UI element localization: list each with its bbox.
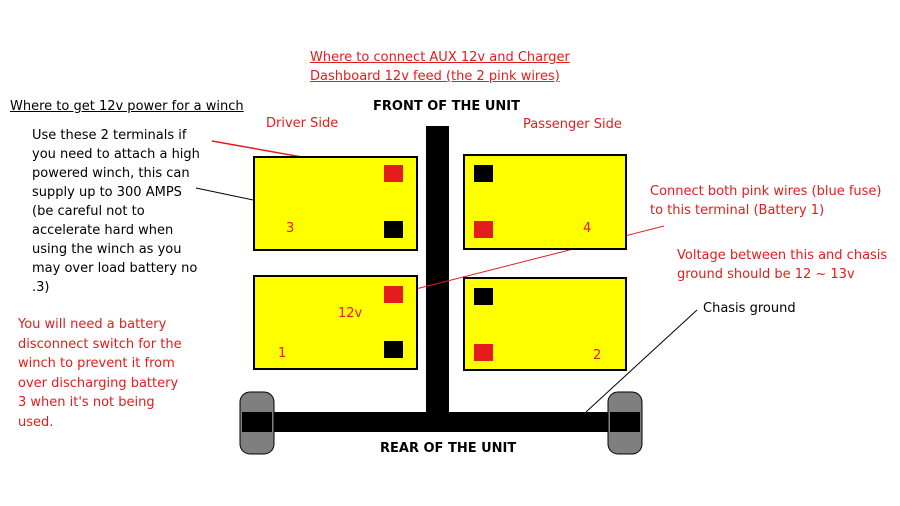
battery-3-positive-terminal bbox=[384, 165, 403, 182]
pink-wires-note-line: Connect both pink wires (blue fuse) bbox=[650, 184, 882, 199]
winch-heading: Where to get 12v power for a winch bbox=[10, 99, 244, 114]
passenger-side-label: Passenger Side bbox=[523, 117, 622, 132]
winch-note-line: supply up to 300 AMPS bbox=[32, 185, 182, 200]
battery-4-label: 4 bbox=[583, 221, 592, 236]
voltage-note-line: Voltage between this and chasis bbox=[677, 248, 888, 263]
winch-note-line: you need to attach a high bbox=[32, 147, 200, 162]
rear-label: REAR OF THE UNIT bbox=[380, 441, 517, 456]
disconnect-note-line: over discharging battery bbox=[18, 375, 179, 391]
disconnect-note-line: 3 when it's not being bbox=[18, 395, 155, 410]
battery-1-12v-label: 12v bbox=[338, 306, 363, 321]
driver-side-label: Driver Side bbox=[266, 116, 339, 131]
voltage-note: Voltage between this and chasis ground s… bbox=[677, 246, 887, 284]
battery-1-negative-terminal bbox=[384, 341, 403, 358]
winch-note-line: may over load battery no bbox=[32, 261, 198, 276]
voltage-note-line: ground should be 12 ~ 13v bbox=[677, 267, 855, 282]
disconnect-note-line: You will need a battery bbox=[18, 317, 167, 332]
winch-note-line: accelerate hard when bbox=[32, 223, 174, 238]
winch-note: Use these 2 terminals if you need to att… bbox=[32, 126, 200, 297]
winch-note-line: Use these 2 terminals if bbox=[32, 128, 187, 143]
front-label: FRONT OF THE UNIT bbox=[373, 99, 520, 114]
disconnect-note-line: used. bbox=[18, 414, 54, 430]
frame-vertical-bar bbox=[426, 126, 449, 430]
dashboard-feed-title: Dashboard 12v feed (the 2 pink wires) bbox=[310, 69, 560, 84]
battery-4-negative-terminal bbox=[474, 165, 493, 182]
battery-1-label: 1 bbox=[278, 346, 287, 361]
battery-1-positive-terminal bbox=[384, 286, 403, 303]
battery-2-label: 2 bbox=[593, 348, 602, 363]
rear-axle bbox=[242, 412, 638, 432]
pink-wires-note: Connect both pink wires (blue fuse) to t… bbox=[650, 182, 882, 220]
pink-wires-note-line: to this terminal (Battery 1) bbox=[650, 203, 825, 218]
disconnect-note-line: winch to prevent it from bbox=[18, 356, 175, 371]
battery-2-positive-terminal bbox=[474, 344, 493, 361]
chasis-ground-label: Chasis ground bbox=[703, 301, 796, 316]
aux-charger-title: Where to connect AUX 12v and Charger bbox=[310, 50, 570, 65]
battery-3-label: 3 bbox=[286, 221, 295, 236]
winch-note-line: powered winch, this can bbox=[32, 166, 190, 181]
disconnect-note-line: disconnect switch for the bbox=[18, 336, 182, 352]
winch-note-line: .3) bbox=[32, 280, 50, 295]
winch-note-line: (be careful not to bbox=[32, 204, 145, 219]
battery-4-positive-terminal bbox=[474, 221, 493, 238]
leader-chasis-ground bbox=[585, 309, 698, 413]
disconnect-note: You will need a battery disconnect switc… bbox=[18, 315, 182, 432]
battery-3-negative-terminal bbox=[384, 221, 403, 238]
battery-2-negative-terminal bbox=[474, 288, 493, 305]
winch-note-line: using the winch as you bbox=[32, 242, 182, 257]
